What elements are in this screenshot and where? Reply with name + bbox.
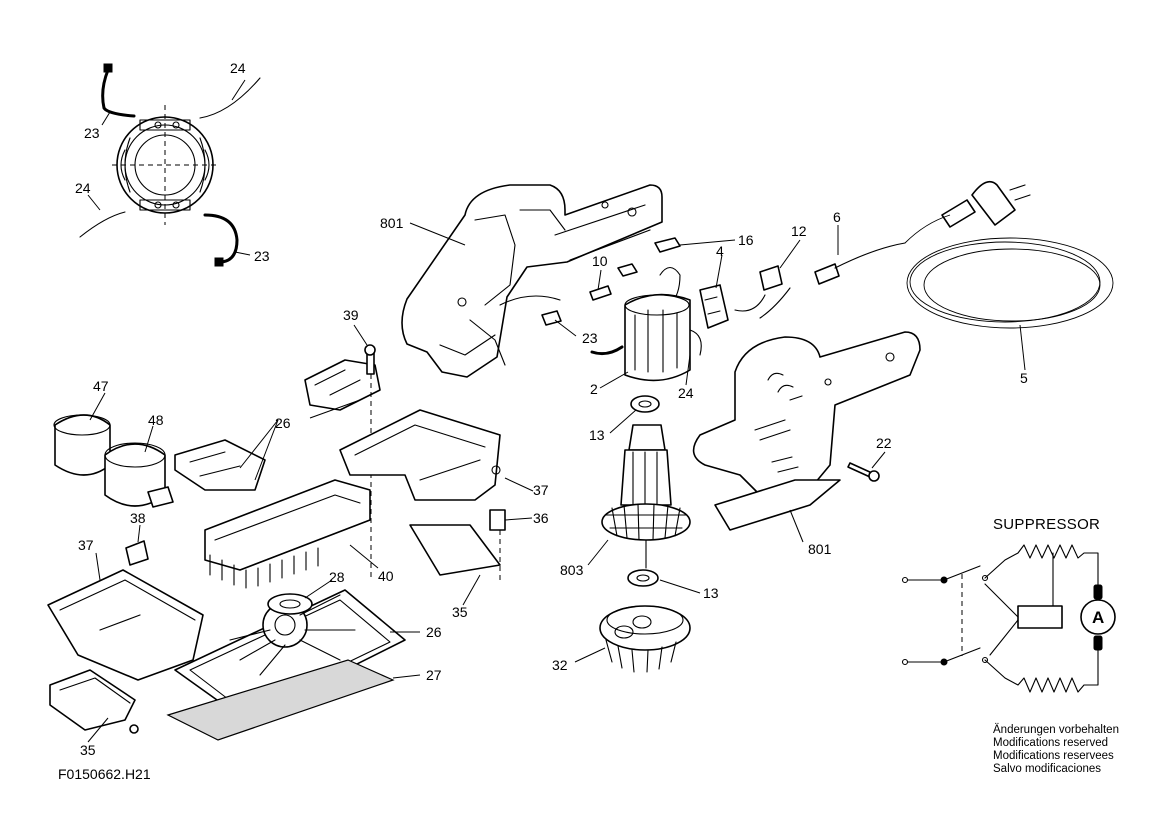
label-26: 26 (426, 624, 442, 640)
label-801: 801 (808, 541, 832, 557)
schematic-title: SUPPRESSOR (993, 516, 1100, 533)
label-40: 40 (378, 568, 394, 584)
label-23: 23 (254, 248, 270, 264)
label-801: 801 (380, 215, 404, 231)
label-24: 24 (230, 60, 246, 76)
label-28: 28 (329, 569, 345, 585)
motor-stator (590, 293, 702, 382)
ammeter-symbol: A (1092, 608, 1104, 627)
label-48: 48 (148, 412, 164, 428)
label-26: 26 (275, 415, 291, 431)
sanding-pad (166, 659, 395, 741)
label-22: 22 (876, 435, 892, 451)
side-cover-35 (49, 669, 139, 734)
label-4: 4 (716, 243, 724, 259)
modification-notes: Änderungen vorbehalten Modifications res… (993, 724, 1119, 775)
label-12: 12 (791, 223, 807, 239)
label-803: 803 (560, 562, 584, 578)
label-10: 10 (592, 253, 608, 269)
label-2: 2 (590, 381, 598, 397)
label-23: 23 (582, 330, 598, 346)
label-23: 23 (84, 125, 100, 141)
drawing-id: F0150662.H21 (58, 766, 151, 782)
note-line: Änderungen vorbehalten (993, 724, 1119, 736)
fan-impeller (599, 605, 691, 673)
note-line: Modifications reserved (993, 737, 1108, 749)
label-39: 39 (343, 307, 359, 323)
bearing-28 (267, 593, 313, 615)
power-cord (814, 180, 1114, 329)
field-coil-assembly (79, 63, 261, 267)
switch-and-small-parts (541, 237, 791, 329)
label-16: 16 (738, 232, 754, 248)
label-13: 13 (703, 585, 719, 601)
label-24: 24 (678, 385, 694, 401)
label-5: 5 (1020, 370, 1028, 386)
label-32: 32 (552, 657, 568, 673)
label-36: 36 (533, 510, 549, 526)
label-24: 24 (75, 180, 91, 196)
clamp-brackets (174, 344, 381, 580)
base-frame-37 (339, 409, 506, 580)
label-37: 37 (78, 537, 94, 553)
side-cover-37 (47, 540, 204, 681)
note-line: Salvo modificaciones (993, 763, 1101, 775)
dust-filters (53, 414, 174, 508)
housing-half-lower (692, 331, 921, 531)
leader-lines (87, 79, 1026, 743)
label-37: 37 (533, 482, 549, 498)
part-labels: 24 23 24 23 801 16 12 4 10 6 23 2 24 5 1… (58, 60, 1028, 782)
label-35: 35 (452, 604, 468, 620)
note-line: Modifications reservees (993, 750, 1114, 762)
label-38: 38 (130, 510, 146, 526)
dust-container (204, 479, 371, 589)
label-13: 13 (589, 427, 605, 443)
armature-assembly (601, 395, 691, 587)
label-6: 6 (833, 209, 841, 225)
label-27: 27 (426, 667, 442, 683)
label-47: 47 (93, 378, 109, 394)
label-35: 35 (80, 742, 96, 758)
suppressor-schematic: SUPPRESSOR A (901, 516, 1116, 693)
housing-half-upper (401, 184, 663, 378)
screw-22 (847, 462, 880, 482)
